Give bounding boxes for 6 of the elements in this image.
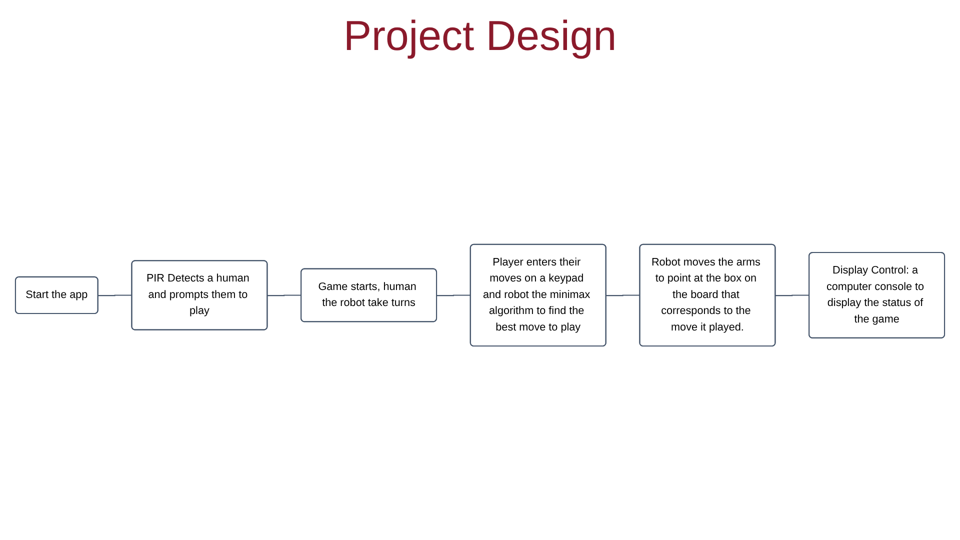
connector xyxy=(606,294,641,296)
diagram-title: Project Design xyxy=(342,12,618,60)
connector xyxy=(776,294,810,296)
connector xyxy=(268,294,302,296)
connector xyxy=(98,294,133,296)
connector xyxy=(436,294,472,296)
